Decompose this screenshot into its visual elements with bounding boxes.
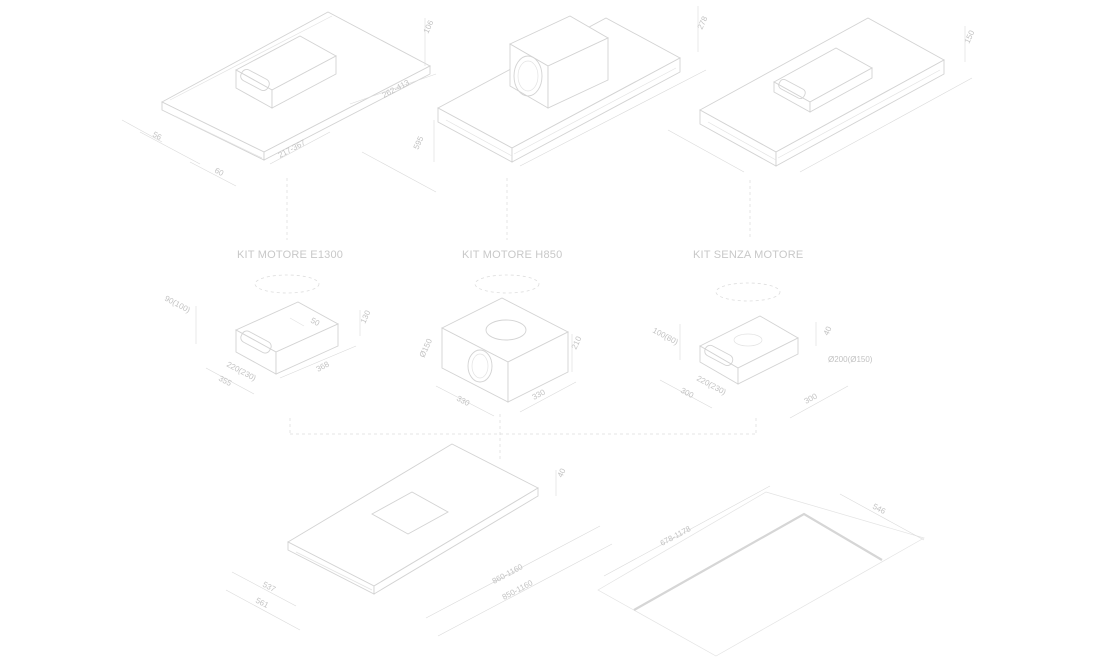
dim-top-kit-senza: 40	[822, 324, 834, 336]
dim-height-kit-e1300: 130	[359, 308, 373, 324]
dim-side-kit-senza: 300	[803, 391, 819, 405]
label-kit-h850: KIT MOTORE H850	[462, 249, 562, 261]
dim-side-kit-e1300: 368	[315, 359, 331, 373]
kit-connector	[289, 414, 757, 460]
dim-width-kit-senza: 220(230)	[695, 374, 728, 397]
kit-h850: Ø150 210 330 330	[418, 274, 584, 417]
dim-height-base: 40	[556, 466, 568, 478]
dim-side-top-middle: 595	[412, 134, 426, 150]
dim-length1-base: 860-1160	[491, 562, 525, 586]
dim-diameter-kit-h850: Ø150	[418, 337, 435, 359]
hood-base: 40 537 561 860-1160 850-1160	[225, 443, 613, 637]
dim-height-top-left: 106	[422, 18, 436, 34]
dim-outlet-kit-e1300: 90(100)	[163, 294, 192, 315]
dim-diameter-kit-senza: Ø200(Ø150)	[828, 355, 873, 364]
dim-front-top-left: 60	[213, 166, 226, 178]
dim-side-top-left: 56	[151, 130, 164, 142]
dim-outlet-kit-senza: 100(80)	[651, 326, 680, 347]
dim-front-kit-h850: 330	[455, 394, 471, 408]
hood-top-right: 150	[667, 17, 977, 240]
dim-depth1-base: 537	[261, 580, 277, 594]
dim-front-kit-e1300: 355	[217, 374, 233, 388]
ceiling-cutout: 678-1178 546	[597, 485, 925, 657]
dim-depth2-base: 561	[254, 596, 270, 610]
label-kit-e1300: KIT MOTORE E1300	[237, 249, 343, 261]
hood-top-left: 106 262-413 217-367 56 60	[121, 11, 437, 240]
hood-top-middle: 278 595	[361, 6, 710, 240]
kit-e1300: 90(100) 50 130 220(230) 355 368	[163, 274, 373, 395]
label-kit-senza-motore: KIT SENZA MOTORE	[693, 249, 803, 261]
dim-length2-base: 850-1160	[501, 578, 535, 602]
dim-length-cutout: 678-1178	[659, 524, 693, 548]
dim-width-cutout: 546	[871, 502, 887, 516]
kit-senza-motore: 100(80) 40 Ø200(Ø150) 220(230) 300 300	[651, 282, 873, 419]
